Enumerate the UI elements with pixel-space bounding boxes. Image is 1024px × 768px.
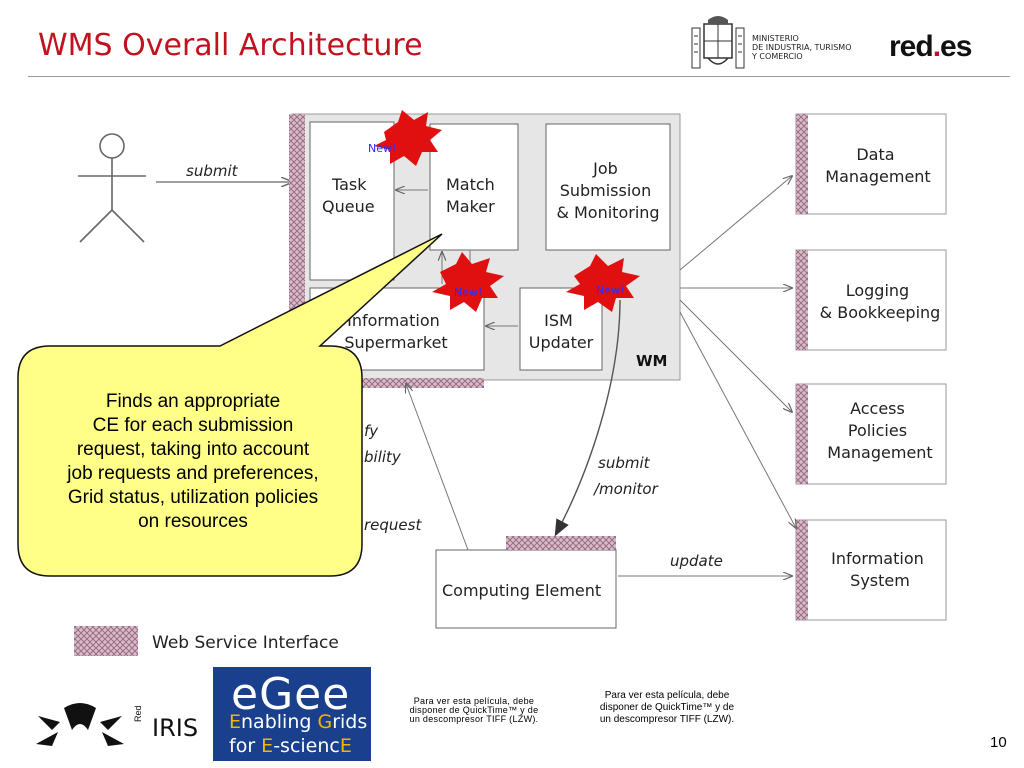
match-maker-label: Match Maker	[446, 175, 500, 216]
red-es-logo: red.es	[889, 30, 972, 63]
info-supermarket-label: Information Supermarket	[344, 311, 447, 352]
new-burst-2: New!	[432, 252, 504, 312]
page-number: 10	[990, 734, 1007, 751]
task-queue-box	[309, 121, 395, 281]
svg-text:New!: New!	[596, 284, 624, 297]
svg-text:New!: New!	[368, 142, 396, 155]
information-system-label: Information System	[831, 549, 929, 590]
slide-title: WMS Overall Architecture	[38, 28, 423, 63]
callout-text: Finds an appropriate CE for each submiss…	[67, 391, 319, 532]
quicktime-placeholder-small: Para ver esta película, debe disponer de…	[409, 696, 539, 724]
data-management-label: Data Management	[825, 145, 930, 186]
ministry-name: MINISTERIO DE INDUSTRIA, TURISMO Y COMER…	[752, 34, 852, 61]
rediris-text: IRIS	[152, 714, 199, 742]
new-burst-1: New!	[368, 110, 442, 166]
coat-of-arms-icon	[691, 16, 745, 69]
svg-text:New!: New!	[454, 286, 482, 299]
quicktime-placeholder-large: Para ver esta película, debe disponer de…	[599, 690, 735, 725]
computing-element-box	[435, 549, 617, 629]
data-management-box	[795, 113, 947, 215]
request-label: request	[364, 516, 422, 534]
logging-label: Logging & Bookkeeping	[820, 281, 941, 322]
task-queue-label: Task Queue	[322, 175, 375, 216]
new-burst-3: New!	[566, 254, 640, 312]
logging-box	[795, 249, 947, 351]
information-system-box	[795, 519, 947, 621]
job-submission-label: Job Submission & Monitoring	[556, 159, 659, 222]
computing-element-label: Computing Element	[442, 581, 601, 600]
access-policies-box	[795, 383, 947, 485]
notify-availability-label: fy bility	[364, 422, 402, 466]
legend-label: Web Service Interface	[152, 633, 339, 653]
callout-bubble	[17, 233, 443, 577]
legend-swatch	[74, 626, 138, 656]
user-actor-icon	[78, 133, 146, 243]
title-divider	[28, 76, 1010, 77]
rediris-logo-icon	[36, 703, 124, 746]
match-maker-box	[429, 123, 519, 251]
wm-label: WM	[636, 352, 667, 370]
update-label: update	[670, 552, 723, 570]
submit-monitor-label: submit /monitor	[592, 454, 659, 498]
job-submission-box	[545, 123, 671, 251]
submit-label: submit	[186, 162, 239, 180]
ism-updater-label: ISM Updater	[529, 311, 594, 352]
submit-monitor-arrow	[554, 299, 621, 537]
egee-logo: eGee Enabling Grids for E-sciencE	[213, 667, 371, 761]
access-policies-label: Access Policies Management	[827, 399, 932, 462]
rediris-red-text: Red	[133, 705, 143, 722]
